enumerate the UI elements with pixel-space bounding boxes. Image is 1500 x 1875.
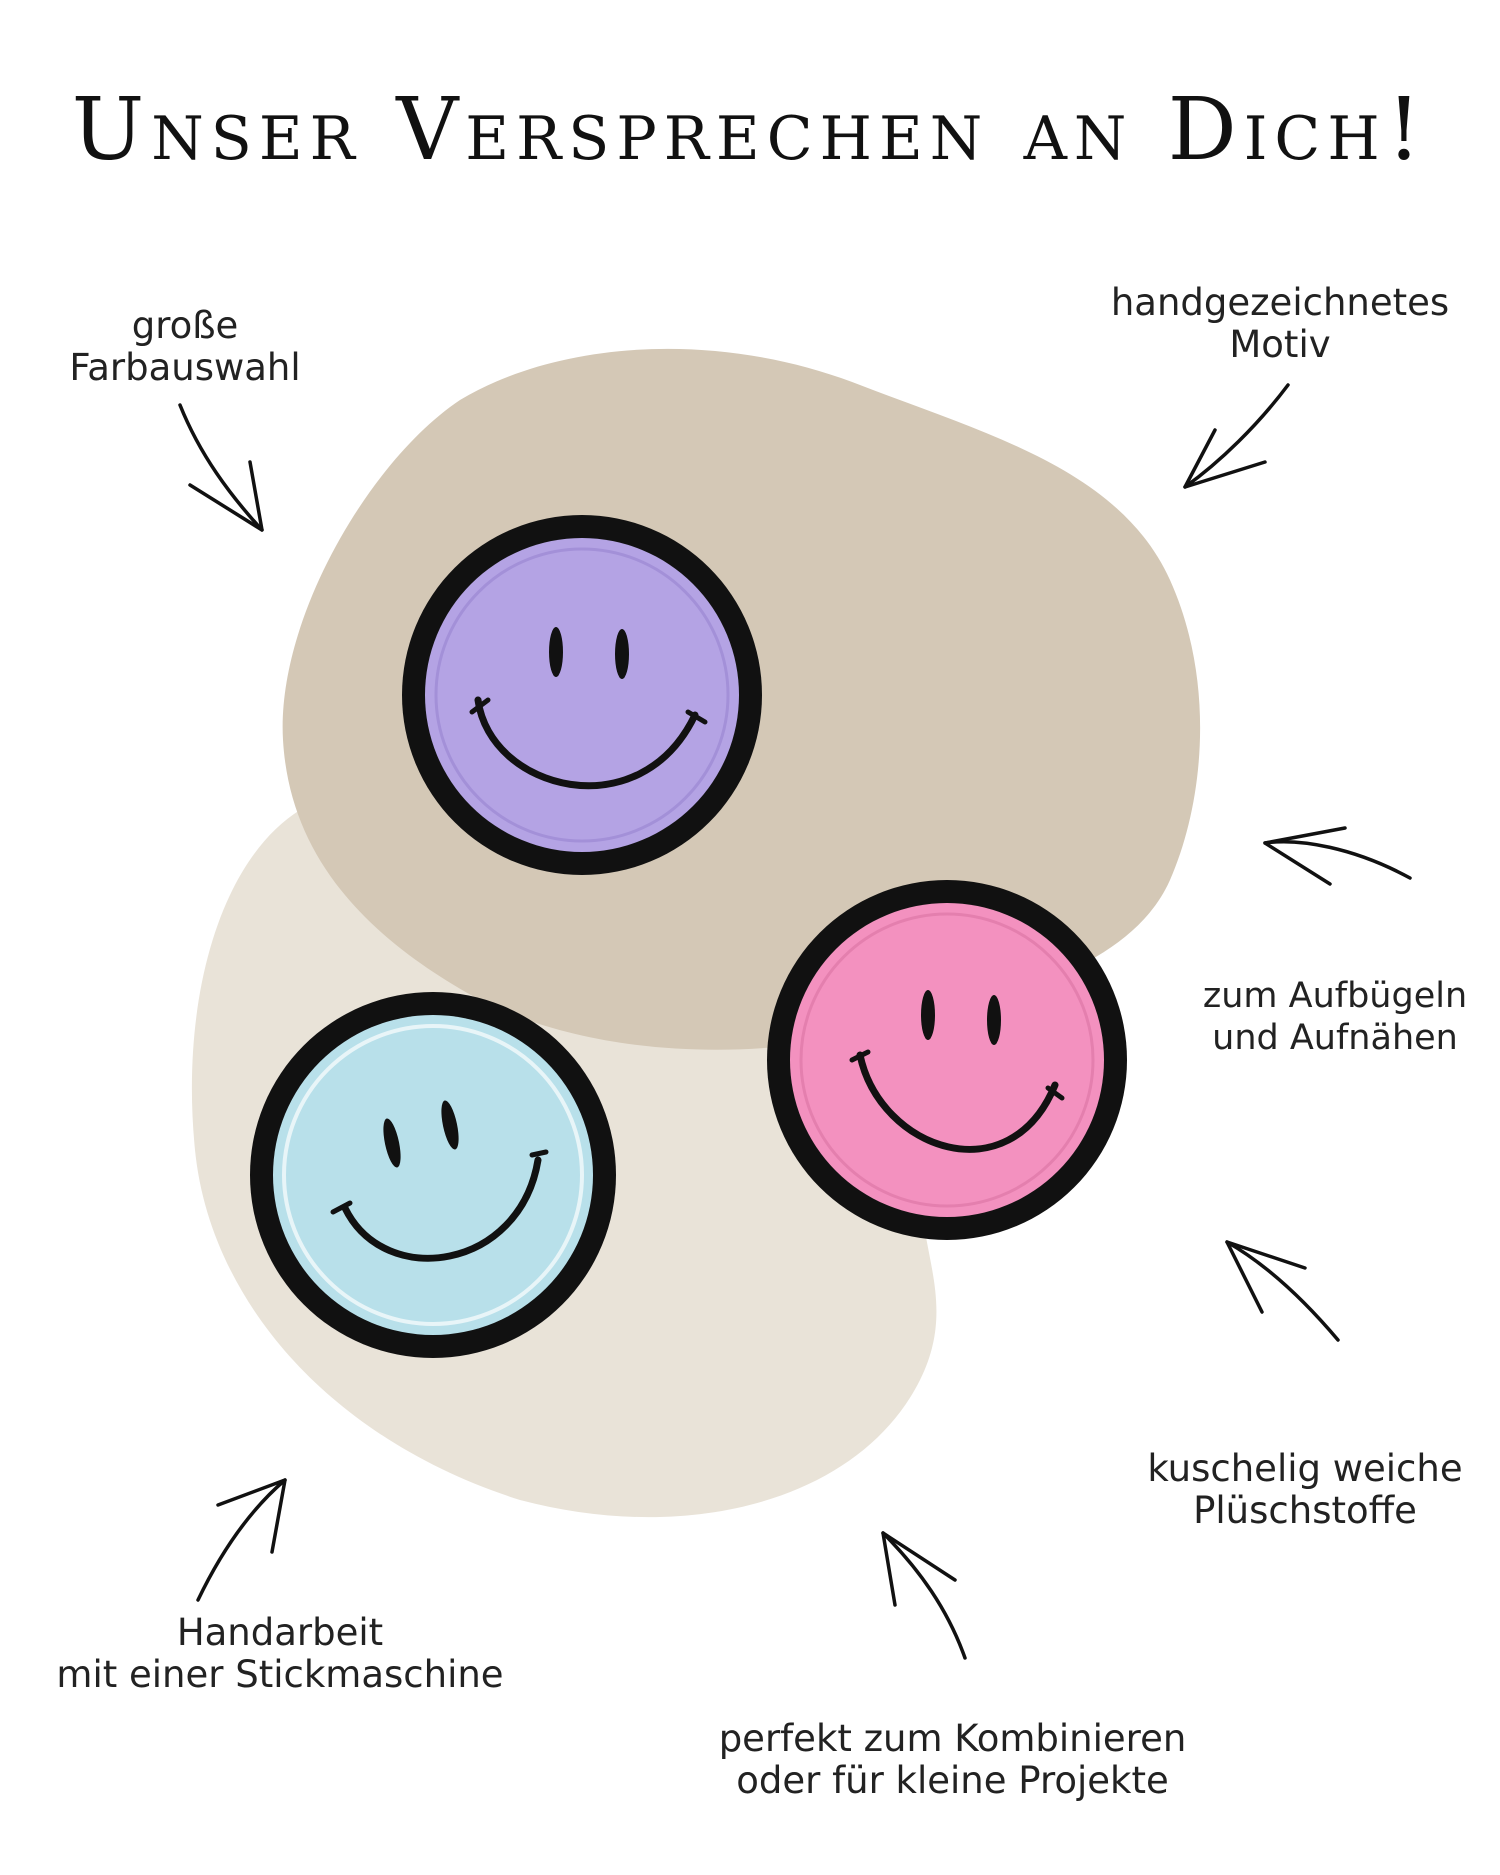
blue-smiley-patch [250,992,616,1358]
arrow-icon [196,1478,287,1602]
feature-farbauswahl: große Farbauswahl [55,305,315,389]
page-title: Unser Versprechen an Dich! [71,80,1429,180]
feature-line: große [131,304,239,347]
feature-line: Motiv [1229,323,1331,366]
feature-handarbeit: Handarbeit mit einer Stickmaschine [30,1612,530,1696]
arrow-icon [1263,826,1412,886]
feature-line: perfekt zum Kombinieren [718,1717,1187,1760]
pink-smiley-patch [767,880,1127,1240]
feature-line: oder für kleine Projekte [736,1759,1169,1802]
feature-line: Plüschstoffe [1193,1489,1417,1532]
arrow-icon [1225,1240,1340,1342]
feature-line: kuschelig weiche [1147,1447,1463,1490]
feature-motiv: handgezeichnetes Motiv [1085,282,1475,366]
feature-pluesch: kuschelig weiche Plüschstoffe [1125,1448,1485,1532]
feature-kombinieren: perfekt zum Kombinieren oder für kleine … [680,1718,1225,1802]
purple-smiley-patch [402,515,762,875]
arrow-icon [1183,383,1290,489]
arrow-icon [881,1531,967,1660]
arrow-icon [178,403,264,532]
feature-aufbuegeln: zum Aufbügeln und Aufnähen [1190,975,1480,1059]
feature-line: und Aufnähen [1212,1018,1458,1058]
feature-line: Farbauswahl [69,346,301,389]
feature-line: handgezeichnetes [1110,281,1450,324]
feature-line: Handarbeit [176,1611,384,1654]
feature-line: mit einer Stickmaschine [56,1653,504,1696]
feature-line: zum Aufbügeln [1202,976,1468,1016]
